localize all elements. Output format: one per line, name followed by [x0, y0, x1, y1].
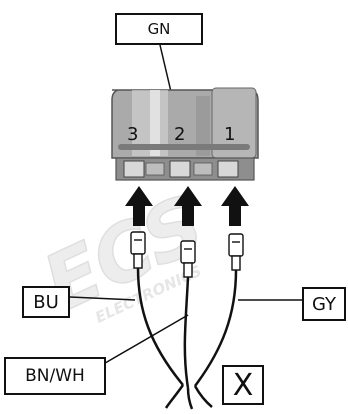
label-leaders [69, 296, 302, 367]
wire-bn-wh [183, 276, 190, 389]
wires [136, 267, 238, 410]
connector-housing [111, 87, 259, 181]
wire-label-bu: BU [22, 286, 70, 318]
wire-label-gy: GY [302, 287, 346, 321]
wire-gy [193, 269, 238, 387]
pin-number-1: 1 [224, 124, 236, 145]
wire-bu [136, 267, 184, 386]
gn-leader-line [159, 44, 173, 97]
bu-leader-line [69, 296, 136, 301]
pin-number-3: 3 [127, 124, 139, 145]
callout-label-x: X [222, 365, 264, 405]
arrow-pin-3 [125, 186, 153, 226]
wire-label-bn-wh: BN/WH [4, 357, 106, 395]
pin-number-2: 2 [174, 124, 186, 145]
bnwh-leader-line [99, 314, 189, 367]
arrow-pin-1 [221, 186, 249, 226]
connector-color-label: GN [115, 13, 203, 45]
arrow-pin-2 [174, 186, 202, 226]
insert-arrows [125, 186, 249, 226]
wire-terminals [130, 231, 244, 278]
terminal-right [228, 233, 244, 271]
terminal-middle [180, 240, 196, 278]
